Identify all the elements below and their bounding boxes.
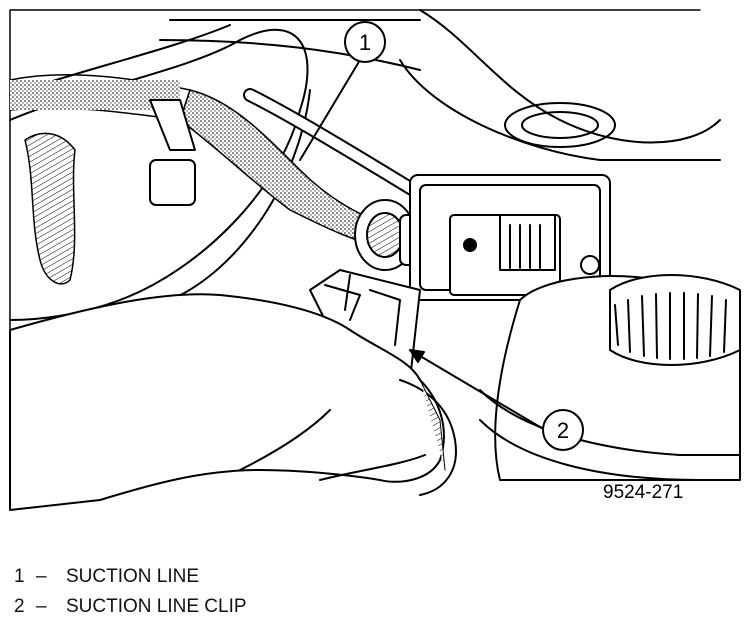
cover-boss [504,102,616,148]
hand [9,293,445,511]
legend-label: SUCTION LINE CLIP [66,596,247,617]
callout-2-label: 2 [557,418,569,443]
legend-item: 2 – SUCTION LINE CLIP [14,592,247,622]
legend: 1 – SUCTION LINE 2 – SUCTION LINE CLIP [14,562,247,622]
callout-1-label: 1 [359,30,371,55]
legend-number: 1 [14,566,25,587]
callout-1: 1 [344,21,386,63]
engine-cover [419,9,721,144]
suction-line-illustration: 1 2 9524-271 [9,9,741,511]
large-tube [9,28,309,321]
leader-1 [299,59,361,161]
legend-item: 1 – SUCTION LINE [14,562,247,592]
wire-harness [24,132,76,285]
legend-dash: – [36,566,47,587]
frame-edge [9,9,701,331]
legend-number: 2 [14,596,25,617]
legend-dash: – [36,596,47,617]
leader-2 [409,349,546,431]
callout-2: 2 [542,409,584,451]
electrical-connector [449,214,561,296]
legend-label: SUCTION LINE [66,566,200,587]
figure-number: 9524-271 [603,482,683,503]
